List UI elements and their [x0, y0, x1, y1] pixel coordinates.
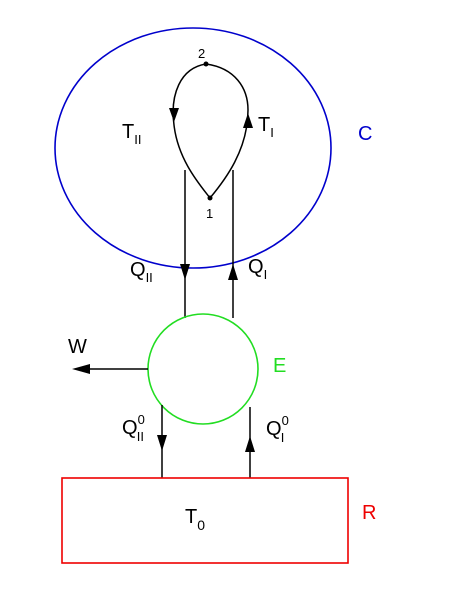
system-c-label: C: [358, 123, 372, 145]
cycle-left-branch: [172, 63, 211, 199]
work-arrowhead: [72, 364, 90, 374]
work-label: W: [68, 336, 87, 358]
cycle-left-arrow: [169, 108, 179, 122]
engine-e-circle: [147, 313, 259, 425]
temp-label-t1: TI: [258, 114, 274, 140]
arrow-q2-0-down: [157, 435, 167, 451]
engine-e-label: E: [273, 355, 286, 377]
arrow-q1-up: [228, 264, 238, 280]
arrow-q2-down: [180, 264, 190, 280]
heat-label-q2: QII: [130, 259, 153, 285]
state-label-1: 1: [206, 206, 213, 221]
temp-label-t2: TII: [122, 121, 141, 147]
heat-label-q1: QI: [248, 256, 267, 282]
state-label-2: 2: [198, 46, 205, 61]
state-point-2: [203, 61, 209, 67]
arrow-q1-0-up: [245, 436, 255, 452]
reservoir-r-box: [61, 477, 349, 564]
system-c-boundary: [54, 27, 332, 269]
reservoir-r-label: R: [362, 502, 376, 524]
cycle-right-arrow: [243, 113, 253, 128]
state-point-1: [207, 195, 213, 201]
cycle-right-branch: [205, 63, 249, 199]
reservoir-temp-label: T0: [185, 506, 205, 533]
